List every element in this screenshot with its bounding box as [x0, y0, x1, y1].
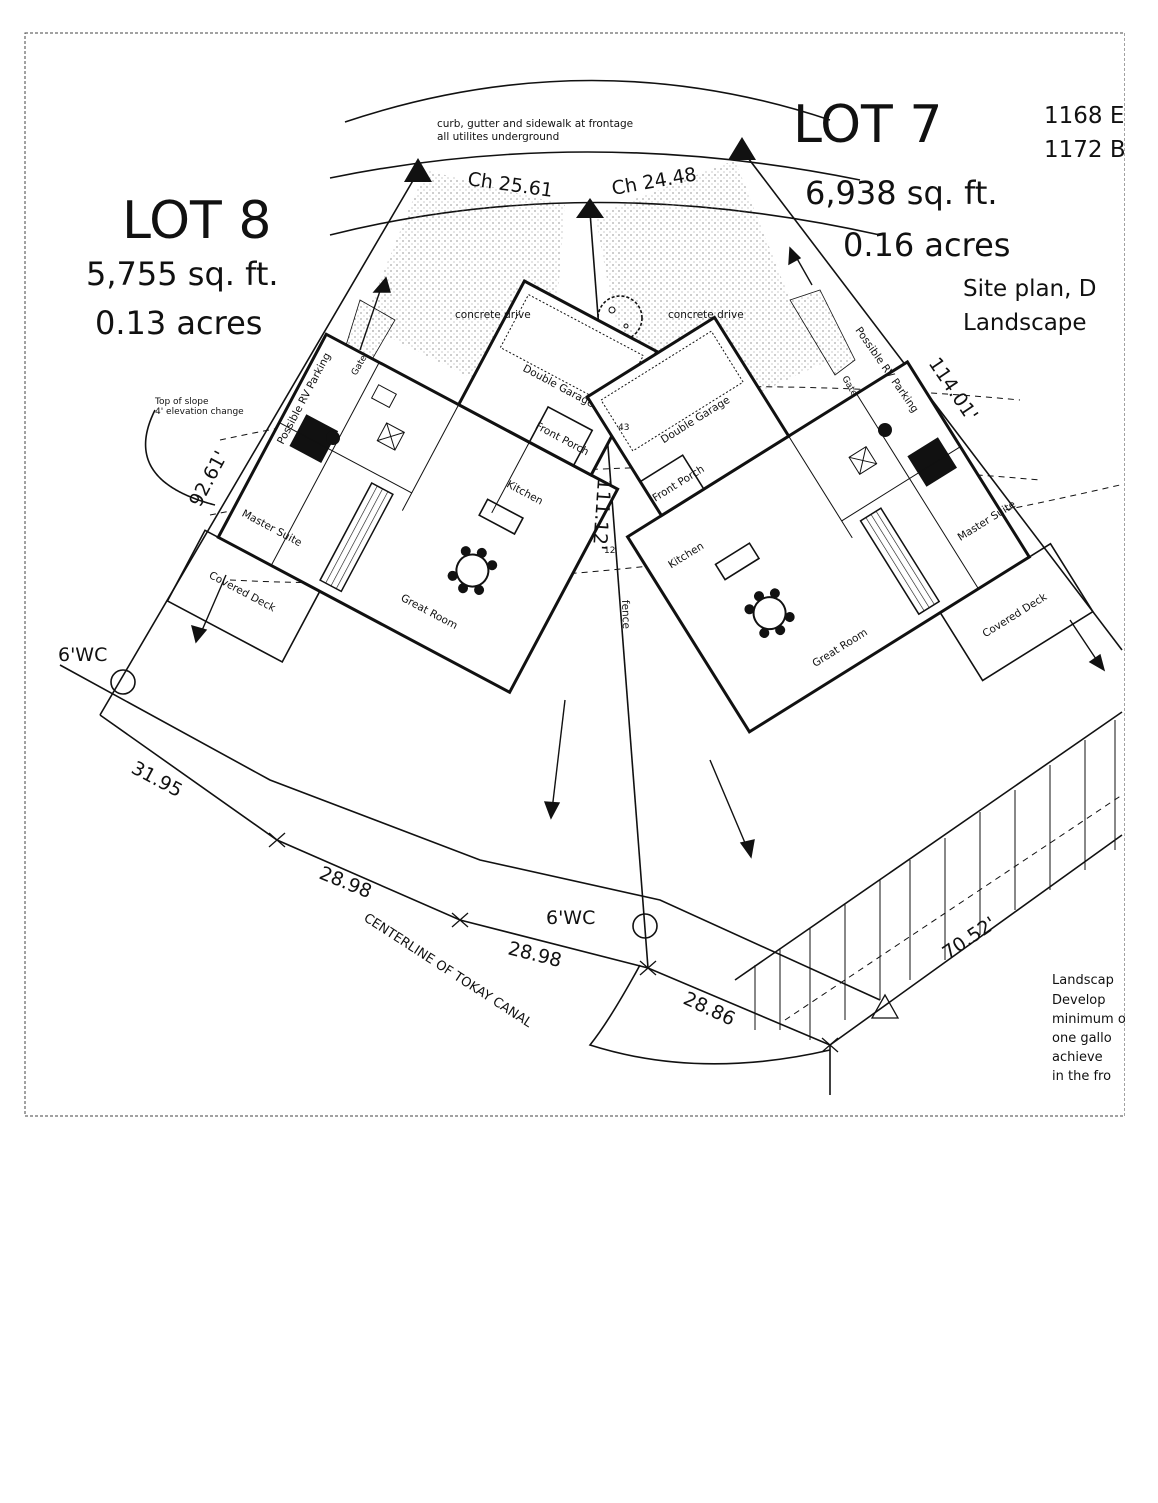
easement-label-center: 6'WC — [546, 907, 595, 929]
dim-rear-2: 28.98 — [316, 862, 375, 903]
landscape-note: Landscap Develop minimum o one gallo ach… — [1052, 973, 1126, 1084]
front-porch-lot8 — [528, 405, 594, 467]
slope-note-line-2: 4' elevation change — [155, 407, 244, 417]
sheet-title-line-2: Landscape — [963, 310, 1087, 336]
fixture-lot8-b — [376, 422, 405, 451]
garage-door-lot7 — [600, 330, 744, 452]
lot8-west-line — [99, 171, 419, 716]
dim-rear-1: 31.95 — [128, 757, 186, 802]
stairs-lot8 — [319, 481, 394, 593]
drive-label-lot8: concrete drive — [455, 309, 531, 321]
slope-note-line-1: Top of slope — [154, 397, 209, 407]
canal-centerline-label: CENTERLINE OF TOKAY CANAL — [361, 911, 535, 1032]
interior-wall-lot7-b — [788, 435, 853, 539]
landscape-note-line-3: minimum o — [1052, 1012, 1126, 1027]
corner-marker-left — [404, 158, 432, 182]
ac-unit-lot7 — [878, 423, 892, 437]
bed-lot7 — [907, 437, 957, 487]
fence-label: fence — [619, 600, 632, 629]
lot8-area-sqft: 5,755 sq. ft. — [86, 255, 279, 293]
landscape-note-line-4: one gallo — [1052, 1031, 1112, 1046]
lot7-area-sqft: 6,938 sq. ft. — [805, 174, 998, 212]
street-arc-curb — [329, 151, 861, 181]
interior-wall-lot8-c — [279, 422, 412, 494]
lot6-line-2 — [829, 834, 1123, 1046]
covered-deck-lot7 — [939, 542, 1094, 682]
kitchen-island-lot7 — [714, 542, 761, 581]
garage-lot7 — [585, 315, 791, 518]
stairs-lot7 — [859, 507, 941, 616]
deck-label-lot7: Covered Deck — [981, 591, 1050, 641]
mark-a: 43 — [618, 423, 629, 433]
canal-arc — [588, 964, 831, 1065]
street-arc-outer — [344, 79, 831, 123]
deck-label-lot8: Covered Deck — [207, 569, 278, 614]
front-porch-lot7 — [639, 454, 705, 517]
house-lot7: Double Garage Front Porch Kitchen Great … — [585, 315, 1094, 734]
corner-marker-center — [576, 198, 604, 218]
interior-wall-lot7-a — [856, 393, 979, 590]
tree-2 — [597, 295, 643, 341]
landscape-note-line-6: in the fro — [1052, 1069, 1111, 1084]
lot6-hatching — [754, 720, 1116, 1040]
ac-unit-lot8 — [326, 431, 340, 445]
address-line-2: 1172 Bo — [1044, 137, 1140, 163]
landscape-note-line-1: Landscap — [1052, 973, 1114, 988]
frontage-note-line-2: all utilites underground — [437, 131, 559, 143]
dim-shared-line: 111.12' — [588, 478, 615, 551]
corner-marker-lot6 — [870, 993, 900, 1019]
corner-marker-right — [728, 137, 756, 160]
easement-label-left: 6'WC — [58, 644, 107, 666]
lot8-area-acres: 0.13 acres — [95, 304, 262, 342]
street-arc-inner — [329, 201, 881, 236]
interior-wall-lot8-d — [491, 441, 530, 514]
lot7-title: LOT 7 — [793, 95, 942, 155]
top-of-slope-arc — [144, 409, 216, 506]
rear-line-ticks — [268, 832, 839, 1053]
mark-b: 12 — [604, 546, 615, 556]
drainage-arrows — [191, 246, 1106, 859]
lot8-title: LOT 8 — [122, 191, 271, 251]
fixture-lot8-a — [370, 384, 397, 409]
lot6-dashed-line — [784, 794, 1123, 1021]
dim-lot6-side: 70.52' — [938, 913, 1000, 965]
canal-easement-line — [59, 664, 881, 1001]
interior-wall-lot7-c — [841, 446, 961, 522]
bed-lot8 — [289, 414, 339, 463]
rear-lot-line — [99, 714, 831, 1046]
crop-mask — [1125, 0, 1158, 1120]
drive-label-lot7: concrete drive — [668, 309, 744, 321]
lot7-area-acres: 0.16 acres — [843, 226, 1010, 264]
fixture-lot7-a — [848, 446, 878, 475]
kitchen-island-lot8 — [478, 498, 525, 536]
sheet-title-line-1: Site plan, D — [963, 276, 1096, 302]
landscape-note-line-2: Develop — [1052, 993, 1106, 1008]
frontage-note-line-1: curb, gutter and sidewalk at frontage — [437, 118, 633, 130]
easement-marker-left — [110, 669, 136, 695]
lot6-line — [734, 711, 1123, 981]
address-line-1: 1168 E — [1044, 103, 1124, 129]
landscape-note-line-5: achieve — [1052, 1050, 1103, 1065]
rv-pad-lot7 — [789, 289, 856, 376]
dim-rear-3: 28.98 — [506, 938, 564, 973]
easement-marker-center — [632, 913, 658, 939]
covered-deck-lot8 — [166, 529, 321, 664]
interior-wall-lot8-a — [270, 362, 380, 566]
